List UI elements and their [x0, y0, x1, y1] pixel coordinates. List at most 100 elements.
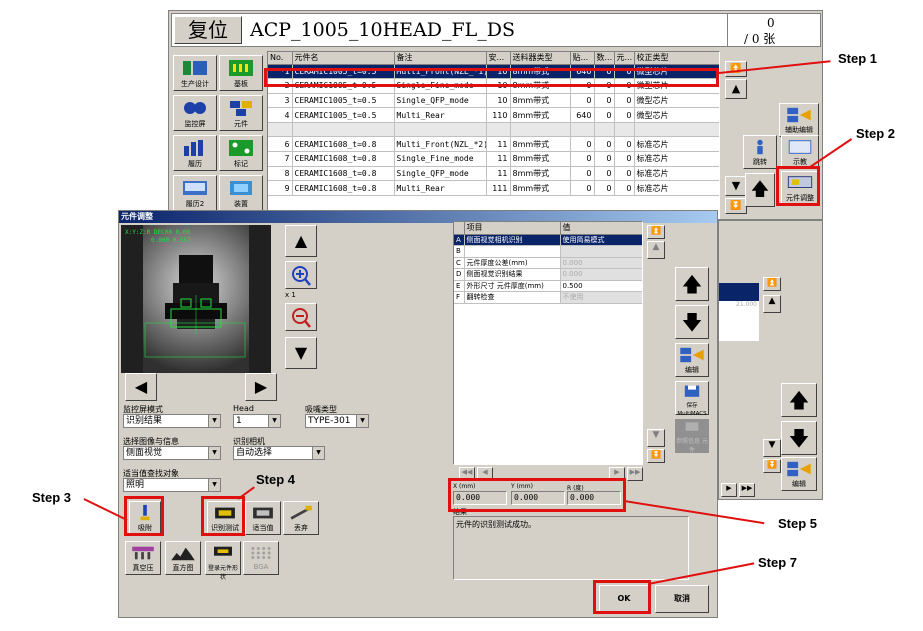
sidebar-item-monitor[interactable]: 监控屏: [173, 95, 217, 131]
teach-icon: [788, 140, 812, 154]
pickup-button[interactable]: 吸附: [129, 501, 161, 535]
camera-right-button[interactable]: ▶: [245, 373, 277, 401]
ok-button[interactable]: OK: [599, 585, 649, 613]
params-scroll-top[interactable]: ⏫: [647, 225, 665, 239]
params-row[interactable]: B: [454, 245, 642, 258]
zoom-out-button[interactable]: [285, 303, 317, 331]
cell: [464, 245, 561, 258]
recog-test-button[interactable]: 识别测试: [207, 501, 243, 535]
cell: 标准芯片: [634, 166, 719, 182]
camera-down-button[interactable]: ▼: [285, 337, 317, 369]
recog-camera-select[interactable]: 自动选择▼: [233, 446, 325, 460]
histogram-button[interactable]: 直方图: [165, 541, 201, 575]
head-value: 1: [236, 416, 242, 426]
param-down-button[interactable]: 🡇: [675, 305, 709, 339]
scroll-top-button[interactable]: ⏫: [725, 61, 747, 77]
component-adjust-dialog: 元件调整 X:Y:Z:R DEC00 0.00 0.000 0.557 ▲ x …: [118, 210, 718, 618]
discard-button[interactable]: 丢弃: [283, 501, 319, 535]
sidebar-label: 元件: [234, 120, 248, 128]
cell: 标准芯片: [634, 136, 719, 153]
monitor-mode-select[interactable]: 识别结果▼: [123, 414, 221, 428]
sidebar-item-component[interactable]: 元件: [219, 95, 263, 131]
params-scroll-up[interactable]: ▲: [647, 241, 665, 259]
recog-camera-label: 识别相机: [233, 437, 265, 446]
param-edit-button[interactable]: 编辑: [675, 343, 709, 377]
bg-scroll-up[interactable]: ▲: [763, 295, 781, 313]
col-header[interactable]: 元...: [614, 52, 635, 65]
cell: 111: [486, 180, 511, 196]
col-header[interactable]: 备注: [394, 52, 487, 65]
col-header[interactable]: 贴...: [570, 52, 595, 65]
bg-scroll-bottom[interactable]: ⏬: [763, 459, 781, 473]
jump-button[interactable]: 跳转: [743, 135, 777, 169]
sidebar-item-device[interactable]: 装置: [219, 175, 263, 211]
cell: 10: [486, 93, 511, 109]
bg-page-last[interactable]: ▶▶: [739, 483, 755, 497]
sidebar-item-production[interactable]: 生产设计: [173, 55, 217, 91]
scroll-down-button[interactable]: ▼: [725, 176, 747, 196]
table-row[interactable]: [268, 122, 719, 138]
step4-highlight: [201, 496, 245, 536]
cell: 0.500: [560, 280, 642, 292]
col-header[interactable]: No.: [268, 52, 293, 65]
bg-scroll-down[interactable]: ▼: [763, 439, 781, 457]
cell: 0: [614, 64, 635, 80]
bg-arrow-up[interactable]: 🡅: [781, 383, 817, 417]
scroll-up-arrow-button[interactable]: 🡅: [745, 173, 775, 207]
col-header[interactable]: 元件名: [292, 52, 395, 65]
cell: 标准芯片: [634, 151, 719, 167]
params-page-prev[interactable]: ◀: [477, 467, 493, 481]
select-image-select[interactable]: 侧面视觉▼: [123, 446, 221, 460]
scroll-bottom-button[interactable]: ⏬: [725, 198, 747, 214]
aux-edit-button[interactable]: 辅助编辑: [779, 103, 819, 137]
bg-scroll-top[interactable]: ⏫: [763, 277, 781, 291]
params-header-row: 项目值: [454, 222, 642, 235]
zoom-in-button[interactable]: [285, 261, 317, 289]
col-header[interactable]: 安...: [486, 52, 511, 65]
reset-button[interactable]: 复位: [174, 16, 242, 44]
sidebar-item-board[interactable]: 基板: [219, 55, 263, 91]
param-up-button[interactable]: 🡅: [675, 267, 709, 301]
bg-page-next[interactable]: ▶: [721, 483, 737, 497]
col-header[interactable]: 数...: [594, 52, 615, 65]
nozzle-type-select[interactable]: TYPE-301▼: [305, 414, 369, 428]
cancel-button[interactable]: 取消: [655, 585, 709, 613]
params-scroll-bottom[interactable]: ⏬: [647, 449, 665, 463]
sidebar-item-mark[interactable]: 标记: [219, 135, 263, 171]
camera-left-button[interactable]: ◀: [125, 373, 157, 401]
sidebar-item-history[interactable]: 履历: [173, 135, 217, 171]
ref-info-button[interactable]: 参照信息 元件: [675, 419, 709, 454]
adjust-target-select[interactable]: 照明▼: [123, 478, 221, 492]
head-select[interactable]: 1▼: [233, 414, 281, 428]
cell: Multi_Front(NZL_*2): [394, 136, 487, 153]
register-shape-button[interactable]: 登录元件形状: [205, 541, 241, 581]
sidebar-label: 监控屏: [184, 120, 206, 128]
optimal-value-button[interactable]: 适当值: [245, 501, 281, 535]
sidebar-item-history2[interactable]: 履历2: [173, 175, 217, 211]
bg-arrow-down[interactable]: 🡇: [781, 421, 817, 455]
params-scroll-down[interactable]: ▼: [647, 429, 665, 447]
scroll-up-button[interactable]: ▲: [725, 79, 747, 99]
step5-highlight: [448, 478, 626, 512]
params-page-last[interactable]: ▶▶: [627, 467, 643, 481]
vacuum-button[interactable]: 真空压: [125, 541, 161, 575]
col-header[interactable]: 送料器类型: [510, 52, 571, 65]
bg-edit-button[interactable]: 编辑: [781, 457, 817, 491]
bga-button[interactable]: BGA: [243, 541, 279, 575]
histogram-icon: [171, 547, 195, 561]
col-header[interactable]: 校正类型: [634, 52, 719, 65]
save-multimacs-button[interactable]: 保存 MultiMACS: [675, 381, 709, 417]
camera-up-button[interactable]: ▲: [285, 225, 317, 257]
